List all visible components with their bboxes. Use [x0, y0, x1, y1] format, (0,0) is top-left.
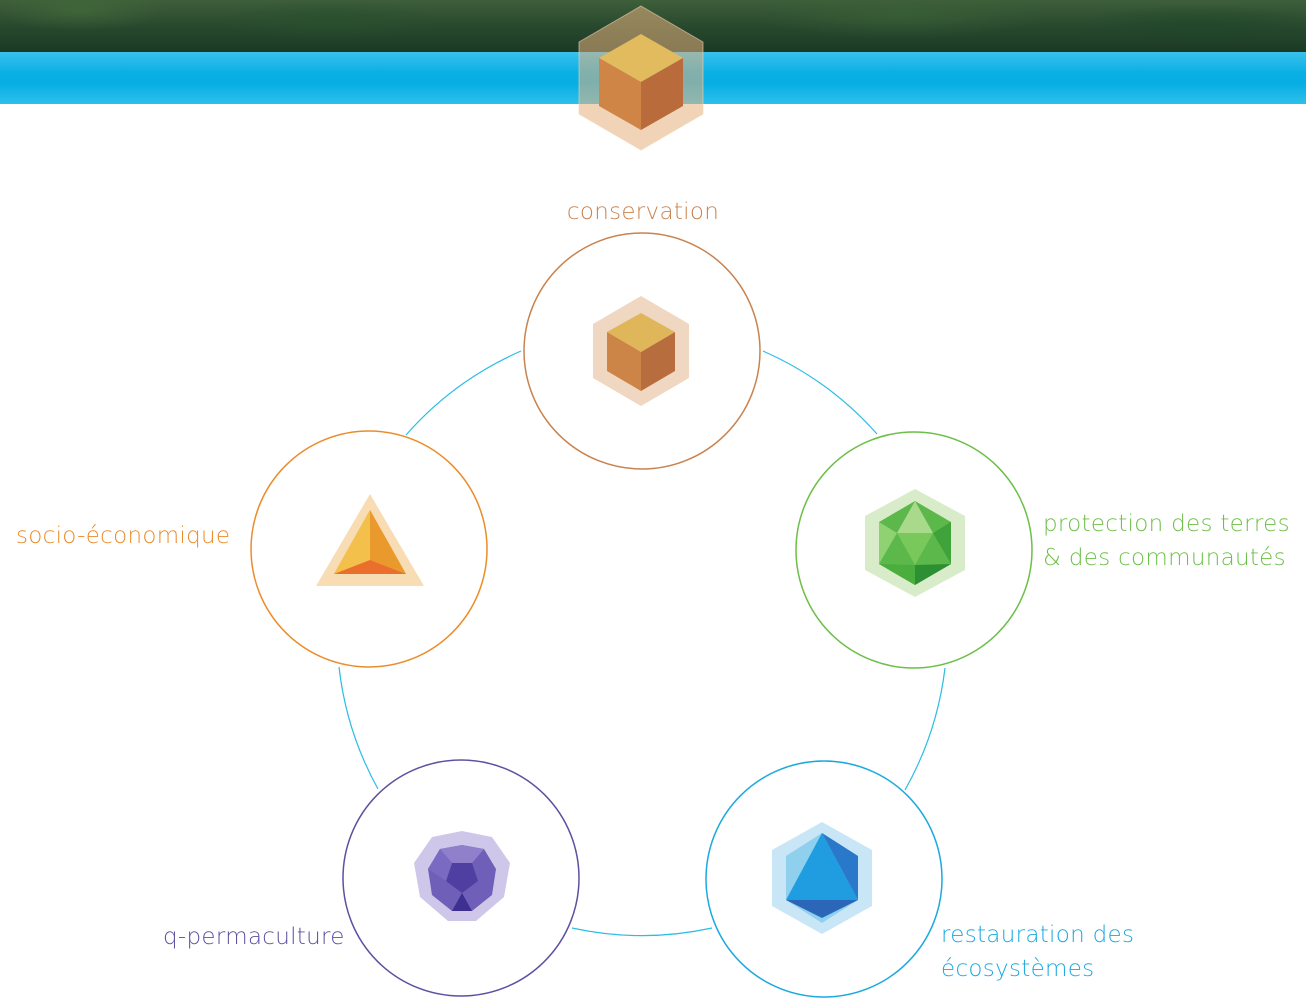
label-line: écosystèmes: [941, 956, 1095, 982]
label-protection: protection des terres & des communautés: [1043, 507, 1290, 575]
connector-ring: [338, 350, 946, 937]
node-restauration[interactable]: [705, 760, 943, 998]
node-conservation[interactable]: [523, 232, 761, 470]
icosahedron-icon: [865, 489, 965, 597]
tetrahedron-icon: [316, 494, 424, 586]
node-permaculture[interactable]: [342, 759, 580, 997]
connector-arc: [571, 927, 713, 937]
label-line: restauration des: [941, 922, 1135, 948]
node-protection[interactable]: [795, 431, 1033, 669]
label-line: q-permaculture: [163, 924, 345, 950]
label-permaculture: q-permaculture: [163, 920, 345, 954]
label-line: conservation: [566, 199, 720, 225]
label-socio: socio-économique: [16, 519, 230, 553]
octahedron-icon: [772, 822, 872, 934]
label-line: & des communautés: [1043, 545, 1286, 571]
label-conservation: conservation: [563, 195, 723, 229]
node-socio[interactable]: [250, 430, 488, 668]
label-restauration: restauration des écosystèmes: [941, 918, 1134, 986]
label-line: protection des terres: [1043, 511, 1290, 537]
header-cube-icon: [578, 5, 704, 151]
dodecahedron-icon: [414, 831, 510, 921]
connector-arc: [762, 350, 878, 435]
cube-icon: [593, 296, 689, 406]
connector-arc: [338, 666, 379, 790]
label-line: socio-économique: [16, 523, 231, 549]
connector-arc: [904, 667, 946, 791]
connector-arc: [405, 350, 522, 436]
